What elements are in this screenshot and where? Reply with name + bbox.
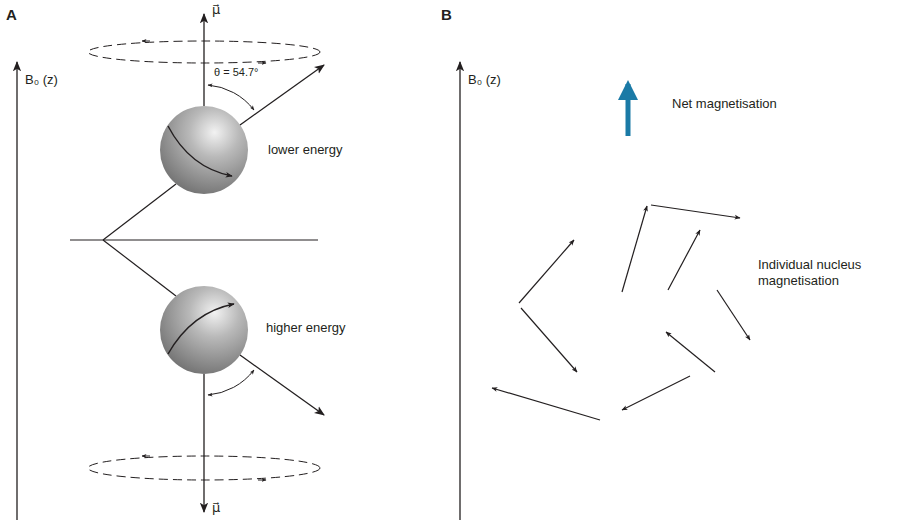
drawing-line [626, 84, 631, 136]
drawing-line [16, 62, 17, 520]
drawing-line [103, 240, 176, 296]
drawing-circle [160, 106, 248, 194]
drawing-line [203, 14, 204, 106]
moment-label: μ⃗ [212, 2, 220, 18]
drawing-g [492, 205, 750, 420]
panel-letter: B [441, 6, 452, 24]
drawing-path [208, 85, 254, 110]
drawing-path [208, 370, 254, 395]
net-label: Net magnetisation [672, 96, 777, 112]
drawing-path [258, 63, 266, 64]
drawing-line [103, 184, 176, 240]
drawing-path [168, 304, 234, 354]
state-label: lower energy [268, 142, 342, 158]
drawing-path [258, 480, 266, 481]
panel-letter: A [6, 6, 17, 24]
drawing-line [459, 62, 460, 520]
drawing-line [717, 290, 750, 340]
field-label: B₀ (z) [25, 72, 58, 88]
drawing-path [142, 41, 150, 42]
drawing-line [240, 355, 324, 415]
drawing-line [622, 206, 647, 292]
drawing-path [142, 456, 150, 457]
drawing-ellipse [88, 41, 320, 63]
drawing-path [168, 126, 232, 176]
drawing-line [492, 388, 600, 420]
drawing-line [70, 239, 318, 240]
nucleus-label: Individual nucleus magnetisation [758, 257, 868, 288]
drawing-line [666, 332, 715, 372]
drawing-line [622, 376, 690, 410]
field-label: B₀ (z) [468, 72, 501, 88]
drawing-line [651, 205, 740, 218]
state-label: higher energy [266, 320, 346, 336]
angle-label: θ = 54.7° [214, 66, 258, 79]
drawing-line [668, 230, 700, 290]
drawing-line [203, 374, 204, 512]
drawing-line [519, 240, 574, 303]
moment-label: μ⃗ [212, 500, 220, 516]
drawing-circle [160, 286, 248, 374]
drawing-ellipse [88, 456, 320, 480]
drawing-line [521, 308, 577, 372]
